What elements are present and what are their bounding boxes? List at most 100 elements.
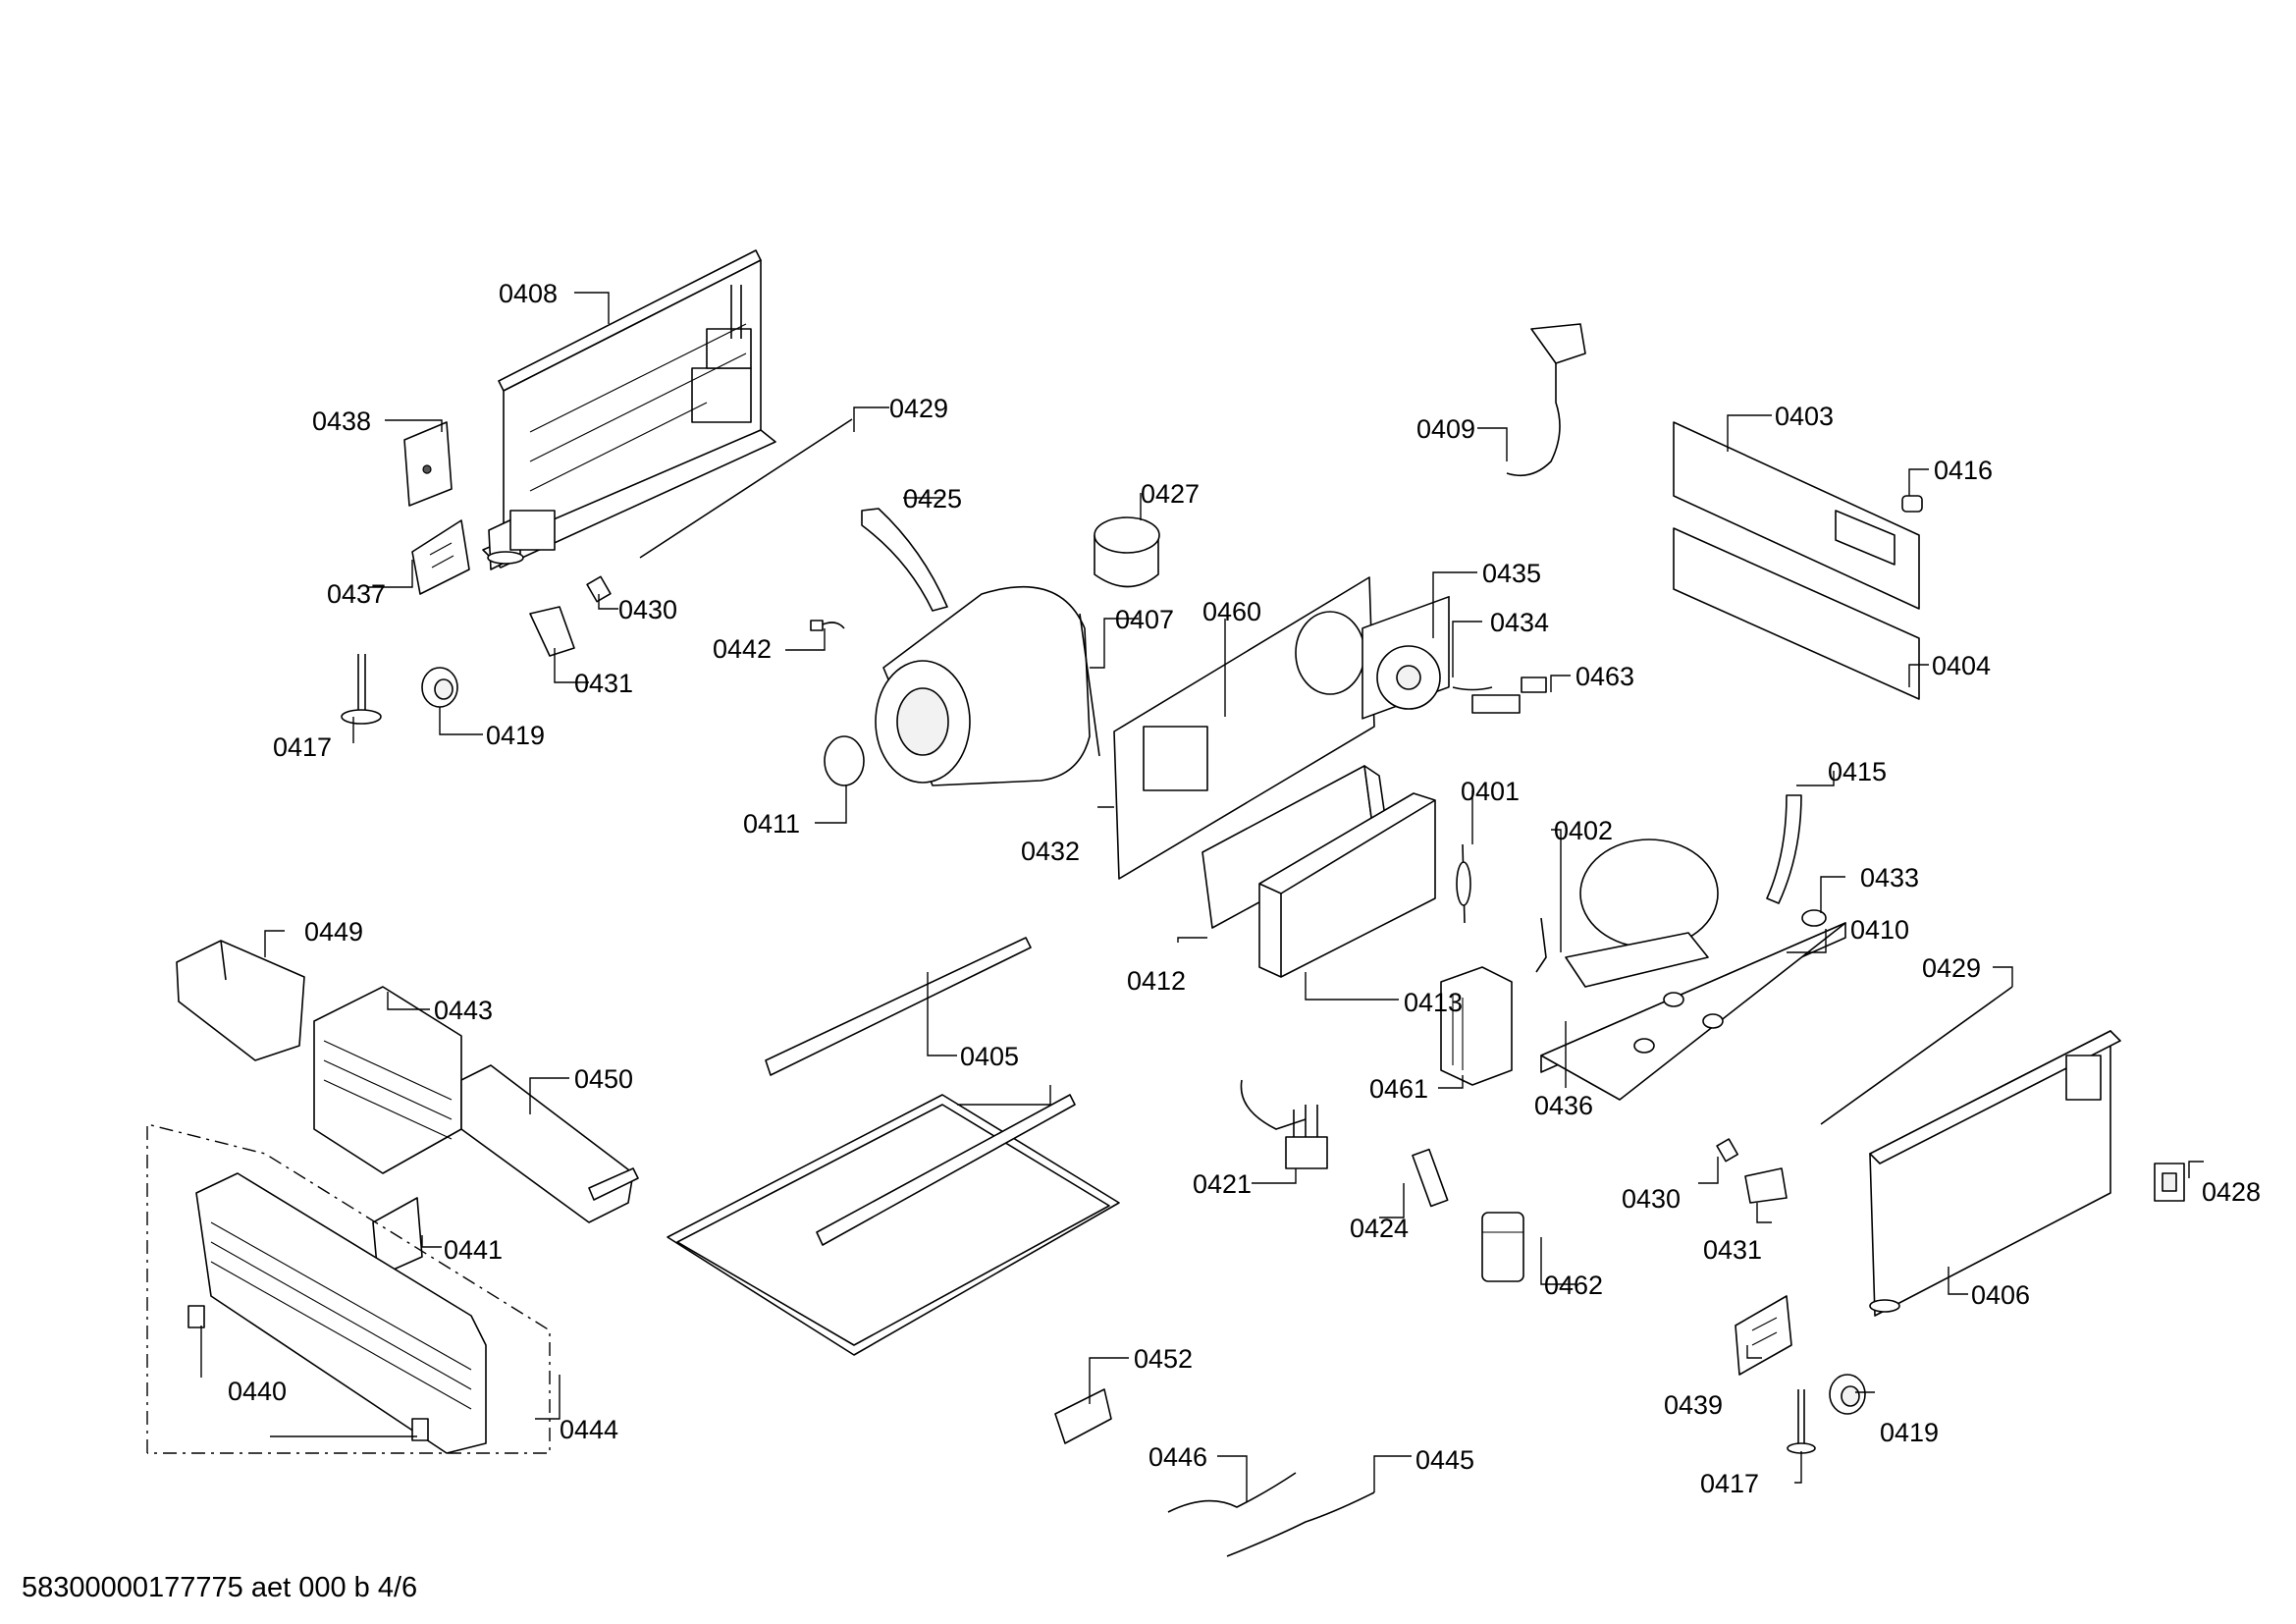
label-0436: 0436	[1534, 1091, 1593, 1120]
label-0432: 0432	[1021, 837, 1080, 866]
label-0439: 0439	[1664, 1390, 1723, 1420]
part-0415-tube	[1766, 794, 1802, 904]
label-0440: 0440	[228, 1377, 287, 1406]
label-0425: 0425	[903, 484, 962, 514]
label-0441: 0441	[444, 1235, 503, 1265]
part-0403-panel	[1673, 421, 1920, 610]
label-0409: 0409	[1416, 414, 1475, 444]
part-0425-bracket	[861, 508, 948, 612]
label-0406: 0406	[1971, 1280, 2030, 1310]
part-0402-compressor	[1535, 839, 1719, 988]
label-0442: 0442	[713, 634, 772, 664]
label-0435: 0435	[1482, 559, 1541, 588]
part-number-labels: 0408 0438 0429 0425 0427 0437 0430 0442 …	[228, 279, 2261, 1498]
label-0402: 0402	[1554, 816, 1613, 845]
label-0446: 0446	[1148, 1442, 1207, 1472]
label-0444: 0444	[560, 1415, 618, 1444]
part-0419-wheel-right	[1829, 1374, 1866, 1415]
part-0440-pad-a	[187, 1305, 205, 1328]
part-0405-tray	[667, 937, 1120, 1356]
label-0413: 0413	[1404, 988, 1463, 1017]
label-0463: 0463	[1575, 662, 1634, 691]
part-0438-bracket	[403, 421, 453, 507]
part-0442-sensor	[810, 620, 845, 631]
label-0412: 0412	[1127, 966, 1186, 996]
label-0452: 0452	[1134, 1344, 1193, 1374]
part-0417-foot-left	[341, 654, 382, 725]
label-0419: 0419	[486, 721, 545, 750]
label-0410: 0410	[1850, 915, 1909, 945]
label-0403: 0403	[1775, 402, 1834, 431]
part-0462-filter	[1481, 1212, 1524, 1282]
label-0438: 0438	[312, 406, 371, 436]
label-0416: 0416	[1934, 456, 1993, 485]
part-0407-fan-housing	[875, 585, 1100, 786]
label-0405: 0405	[960, 1042, 1019, 1071]
label-0421: 0421	[1193, 1169, 1252, 1199]
part-0444-dashed-outline	[146, 1123, 551, 1454]
label-0431-right: 0431	[1703, 1235, 1762, 1265]
label-0461: 0461	[1369, 1074, 1428, 1104]
part-0408-frame	[482, 249, 776, 570]
label-0419-right: 0419	[1880, 1418, 1939, 1447]
part-0440-pad-b	[411, 1418, 429, 1441]
part-0406-frame	[1869, 1030, 2121, 1317]
part-0445-harness	[1226, 1491, 1375, 1557]
part-0431-bracket-top	[529, 606, 575, 657]
label-0437: 0437	[327, 579, 386, 609]
label-0407: 0407	[1115, 605, 1174, 634]
part-0429-rod-right	[1820, 986, 2013, 1125]
label-0417-right: 0417	[1700, 1469, 1759, 1498]
part-0433-grommet	[1801, 909, 1827, 927]
part-0413-box	[1258, 792, 1436, 978]
part-0430-connector-top	[586, 575, 612, 603]
part-0430-connector-right	[1716, 1138, 1738, 1163]
part-0409-power-cord	[1506, 323, 1586, 477]
part-0404-panel	[1673, 527, 1920, 700]
label-0462: 0462	[1544, 1271, 1603, 1300]
part-0461-box	[1440, 966, 1513, 1086]
part-0417-foot-right	[1787, 1389, 1816, 1454]
label-0430-right: 0430	[1622, 1184, 1681, 1214]
part-0428-switch	[2154, 1163, 2185, 1202]
label-0417: 0417	[273, 732, 332, 762]
label-0401: 0401	[1461, 777, 1520, 806]
leader-lines	[200, 292, 2204, 1502]
label-0460: 0460	[1202, 597, 1261, 626]
label-0443: 0443	[434, 996, 493, 1025]
part-0411-disc	[824, 735, 865, 786]
label-0430: 0430	[618, 595, 677, 624]
label-0450: 0450	[574, 1064, 633, 1094]
label-0429: 0429	[889, 394, 948, 423]
label-0429-right: 0429	[1922, 953, 1981, 983]
part-0416-knob	[1901, 495, 1923, 513]
label-0428: 0428	[2202, 1177, 2261, 1207]
part-0452-bracket	[1054, 1388, 1112, 1444]
part-0421-relay	[1240, 1079, 1328, 1169]
part-0401-drier	[1456, 843, 1471, 924]
label-0427: 0427	[1141, 479, 1200, 509]
label-0449: 0449	[304, 917, 363, 947]
part-0435-fan	[1362, 595, 1450, 720]
label-0445: 0445	[1415, 1445, 1474, 1475]
label-0424: 0424	[1350, 1214, 1409, 1243]
part-0431-bracket-right	[1744, 1167, 1788, 1204]
part-0424-terminal	[1412, 1148, 1449, 1208]
part-0463-connector	[1452, 677, 1547, 714]
part-0419-wheel-left	[421, 667, 458, 708]
part-0449-bracket	[176, 940, 305, 1061]
part-0446-harness	[1167, 1472, 1297, 1513]
part-0439-clip	[1735, 1295, 1792, 1376]
part-0427-cylinder	[1094, 516, 1160, 588]
label-0411: 0411	[743, 809, 800, 839]
label-0408: 0408	[499, 279, 558, 308]
label-0433: 0433	[1860, 863, 1919, 893]
label-0415: 0415	[1828, 757, 1887, 786]
part-0437-clip	[411, 519, 470, 595]
part-0450-channel	[460, 1064, 639, 1223]
label-0431: 0431	[574, 669, 633, 698]
label-0434: 0434	[1490, 608, 1549, 637]
document-reference: 58300000177775 aet 000 b 4/6	[22, 1572, 417, 1603]
part-0432-panel	[1113, 576, 1375, 880]
